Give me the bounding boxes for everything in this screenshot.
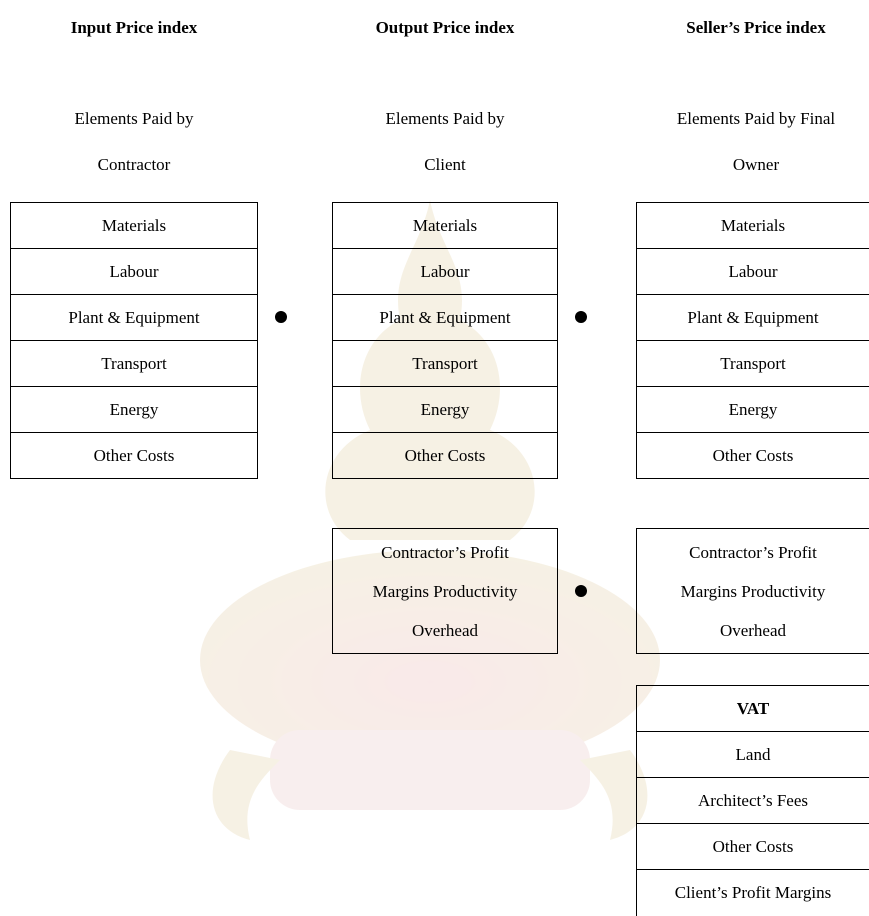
margin-line: Overhead — [411, 620, 479, 640]
sellers-subtitle-line1: Elements Paid by Final — [676, 109, 836, 128]
sellers-margin-box: Contractor’s Profit Margins Productivity… — [636, 528, 869, 654]
table-row: Labour — [637, 249, 869, 295]
table-row: Land — [637, 732, 869, 778]
output-subtitle-line2: Client — [424, 155, 466, 174]
table-row: Energy — [637, 387, 869, 433]
output-cost-table: Materials Labour Plant & Equipment Trans… — [332, 202, 558, 479]
input-subtitle-line2: Contractor — [97, 155, 171, 174]
table-row: Client’s Profit Margins — [674, 883, 832, 902]
table-row: Plant & Equipment — [637, 295, 869, 341]
sellers-cost-table: Materials Labour Plant & Equipment Trans… — [636, 202, 869, 479]
table-row: Plant & Equipment — [333, 295, 557, 341]
margin-line: Overhead — [719, 620, 787, 640]
output-subtitle-line1: Elements Paid by — [385, 109, 505, 128]
table-row: Other Costs — [333, 433, 557, 479]
table-row: Labour — [333, 249, 557, 295]
input-price-index-title: Input Price index — [70, 18, 198, 37]
margin-line: Contractor’s Profit — [689, 542, 817, 562]
bullet-dot — [575, 585, 587, 597]
table-row: Energy — [11, 387, 257, 433]
table-row: Labour — [11, 249, 257, 295]
table-row: Transport — [333, 341, 557, 387]
table-row: Materials — [637, 203, 869, 249]
margin-line: Margins Productivity — [680, 581, 826, 601]
sellers-price-index-title: Seller’s Price index — [686, 18, 826, 37]
table-row: Materials — [333, 203, 557, 249]
table-row: Plant & Equipment — [11, 295, 257, 341]
table-row-vat: VAT — [637, 686, 869, 732]
bullet-dot — [575, 311, 587, 323]
table-row: Transport — [637, 341, 869, 387]
margin-line: Contractor’s Profit — [381, 542, 509, 562]
table-row: Materials — [11, 203, 257, 249]
table-row: Transport — [11, 341, 257, 387]
table-row: Other Costs — [637, 433, 869, 479]
sellers-subtitle-line2: Owner — [732, 155, 780, 174]
sellers-subtitle: Elements Paid by Final Owner — [636, 96, 869, 188]
bullet-dot — [275, 311, 287, 323]
margin-line: Margins Productivity — [372, 581, 518, 601]
table-row: Other Costs — [637, 824, 869, 870]
output-price-index-title: Output Price index — [375, 18, 515, 37]
table-row: Architect’s Fees — [637, 778, 869, 824]
input-subtitle: Elements Paid by Contractor — [10, 96, 258, 188]
output-subtitle: Elements Paid by Client — [332, 96, 558, 188]
sellers-extra-table: VAT Land Architect’s Fees Other Costs Cl… — [636, 685, 869, 916]
output-margin-box: Contractor’s Profit Margins Productivity… — [332, 528, 558, 654]
table-row: Other Costs — [11, 433, 257, 479]
input-subtitle-line1: Elements Paid by — [74, 109, 194, 128]
table-row: Energy — [333, 387, 557, 433]
input-cost-table: Materials Labour Plant & Equipment Trans… — [10, 202, 258, 479]
